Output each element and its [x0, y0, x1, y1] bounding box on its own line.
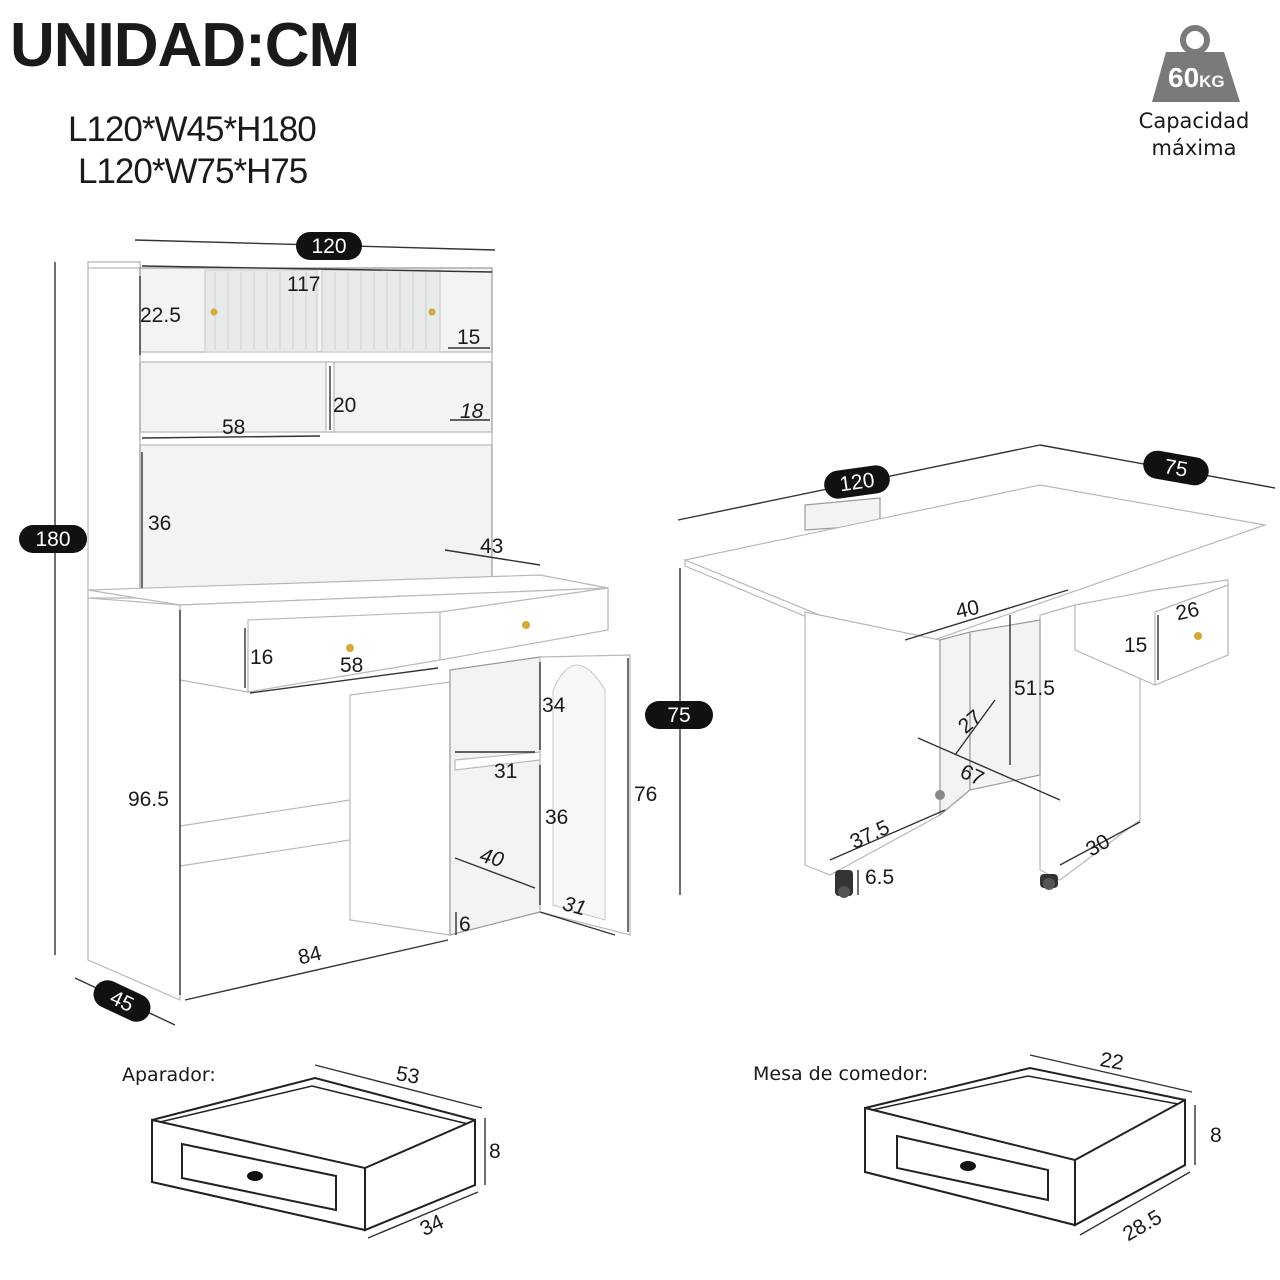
- label-mid-width: 58: [222, 416, 245, 439]
- label-leg-height: 96.5: [128, 788, 169, 811]
- label-door-gap: 6: [459, 913, 471, 936]
- label-top-right: 15: [457, 326, 480, 349]
- svg-text:75: 75: [667, 704, 690, 727]
- label-door-height: 76: [634, 783, 657, 806]
- cabinet-dimension-lines: [54, 239, 629, 1026]
- label-mid-height: 20: [333, 394, 356, 417]
- cabinet-height-pill: 180: [19, 525, 87, 553]
- weight-icon: 60KG: [1152, 25, 1240, 102]
- label-inner-height: 51.5: [1014, 677, 1055, 700]
- weight-unit: KG: [1199, 72, 1225, 91]
- capacity-line2: máxima: [1151, 136, 1237, 160]
- table-dimensions: L120*W75*H75: [78, 152, 308, 191]
- label-aparador-height: 8: [489, 1140, 501, 1163]
- label-drawer-height: 16: [250, 646, 273, 669]
- svg-text:60KG: 60KG: [1168, 62, 1225, 93]
- aparador-drawer-dimensions: [314, 1064, 486, 1239]
- label-door-lower-height: 36: [545, 806, 568, 829]
- label-door-top-height: 34: [542, 694, 566, 717]
- label-drawer-width: 26: [1174, 598, 1202, 625]
- capacity-line1: Capacidad: [1138, 109, 1250, 133]
- label-top-inner: 117: [287, 273, 320, 296]
- label-mid-right: 18: [460, 400, 484, 423]
- label-leaf: 40: [954, 596, 982, 623]
- mesa-drawer-dimensions: [1029, 1054, 1196, 1236]
- table-drawing: [682, 484, 1268, 898]
- mesa-label: Mesa de comedor:: [753, 1063, 929, 1085]
- svg-text:120: 120: [311, 235, 346, 258]
- label-mesa-depth: 28.5: [1119, 1206, 1166, 1246]
- capacity-caption: Capacidad máxima: [1114, 108, 1274, 162]
- label-drawer-height: 15: [1124, 634, 1147, 657]
- aparador-label: Aparador:: [122, 1064, 216, 1086]
- cabinet-drawing: [87, 261, 631, 1001]
- mesa-drawer-drawing: [864, 1066, 1186, 1227]
- cabinet-dimensions: L120*W45*H180: [68, 110, 317, 149]
- label-door-shelf-width: 31: [494, 760, 517, 783]
- label-mesa-height: 8: [1210, 1124, 1222, 1147]
- label-aparador-length: 53: [394, 1062, 421, 1089]
- aparador-drawer-drawing: [151, 1076, 476, 1232]
- label-base-width: 84: [296, 942, 324, 970]
- cabinet-width-pill: 120: [296, 232, 362, 260]
- table-height-pill: 75: [645, 701, 713, 729]
- label-desk-depth: 43: [480, 535, 503, 558]
- label-caster: 6.5: [865, 866, 894, 889]
- label-mesa-length: 22: [1098, 1048, 1125, 1075]
- unit-title: UNIDAD:CM: [10, 11, 360, 80]
- label-aparador-depth: 34: [416, 1210, 447, 1241]
- weight-value: 60: [1168, 62, 1199, 93]
- svg-text:75: 75: [1162, 455, 1189, 482]
- label-drawer-width: 58: [340, 654, 363, 677]
- table-width-pill: 75: [1143, 450, 1209, 486]
- svg-text:120: 120: [838, 469, 876, 497]
- table-length-pill: 120: [824, 465, 890, 499]
- label-top-shelf-height: 22.5: [140, 304, 181, 327]
- svg-text:180: 180: [35, 528, 70, 551]
- label-open-height: 36: [148, 512, 171, 535]
